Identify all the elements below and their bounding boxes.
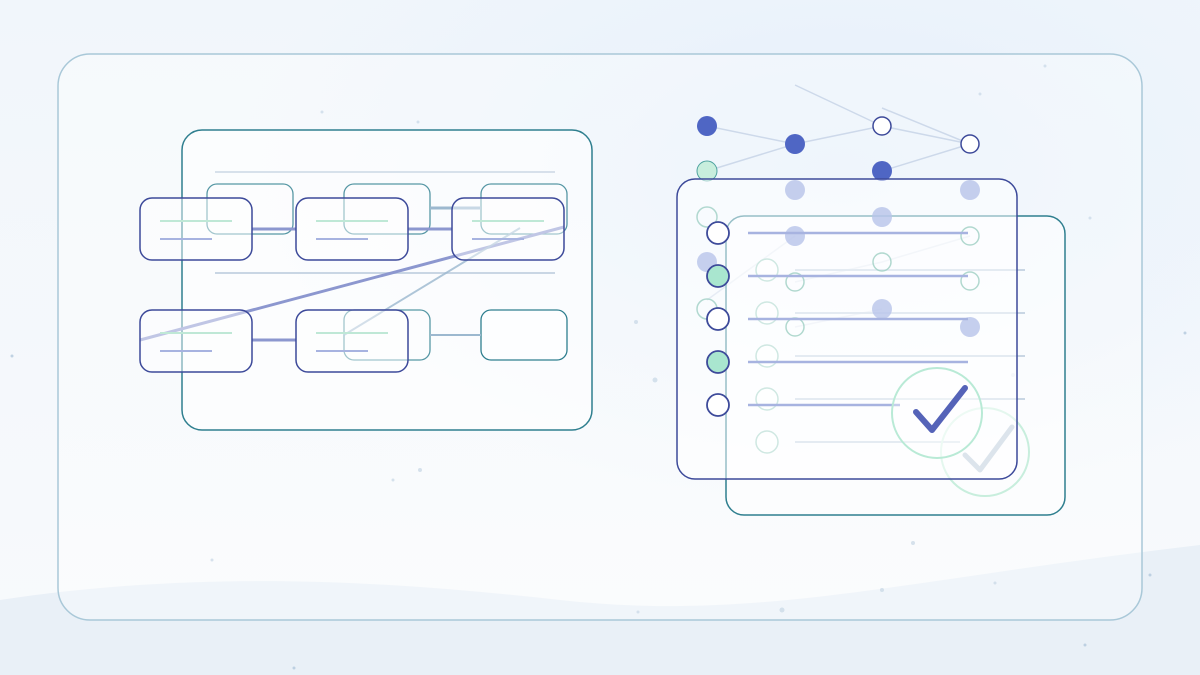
workflow-node — [295, 309, 409, 373]
workflow-node-back — [480, 309, 568, 361]
checklist-row — [706, 393, 900, 417]
checklist-row — [706, 221, 968, 245]
workflow-node — [451, 197, 565, 261]
checklist-row — [706, 307, 968, 331]
checklist-icon — [676, 178, 1018, 480]
network-dots-faded — [697, 180, 980, 337]
background-particles — [10, 64, 1187, 670]
checklist-row — [706, 350, 968, 374]
background-wave — [0, 545, 1200, 675]
check-mark-icon — [913, 385, 968, 433]
checklist-row — [706, 264, 968, 288]
connector-diagonal — [139, 225, 565, 342]
check-badge — [891, 367, 983, 459]
workflow-node — [295, 197, 409, 261]
workflow-node — [139, 197, 253, 261]
workflow-diagram-icon — [139, 129, 593, 431]
workflow-node — [139, 309, 253, 373]
workflow-panel — [181, 129, 593, 431]
connector-diagonal — [343, 227, 521, 336]
